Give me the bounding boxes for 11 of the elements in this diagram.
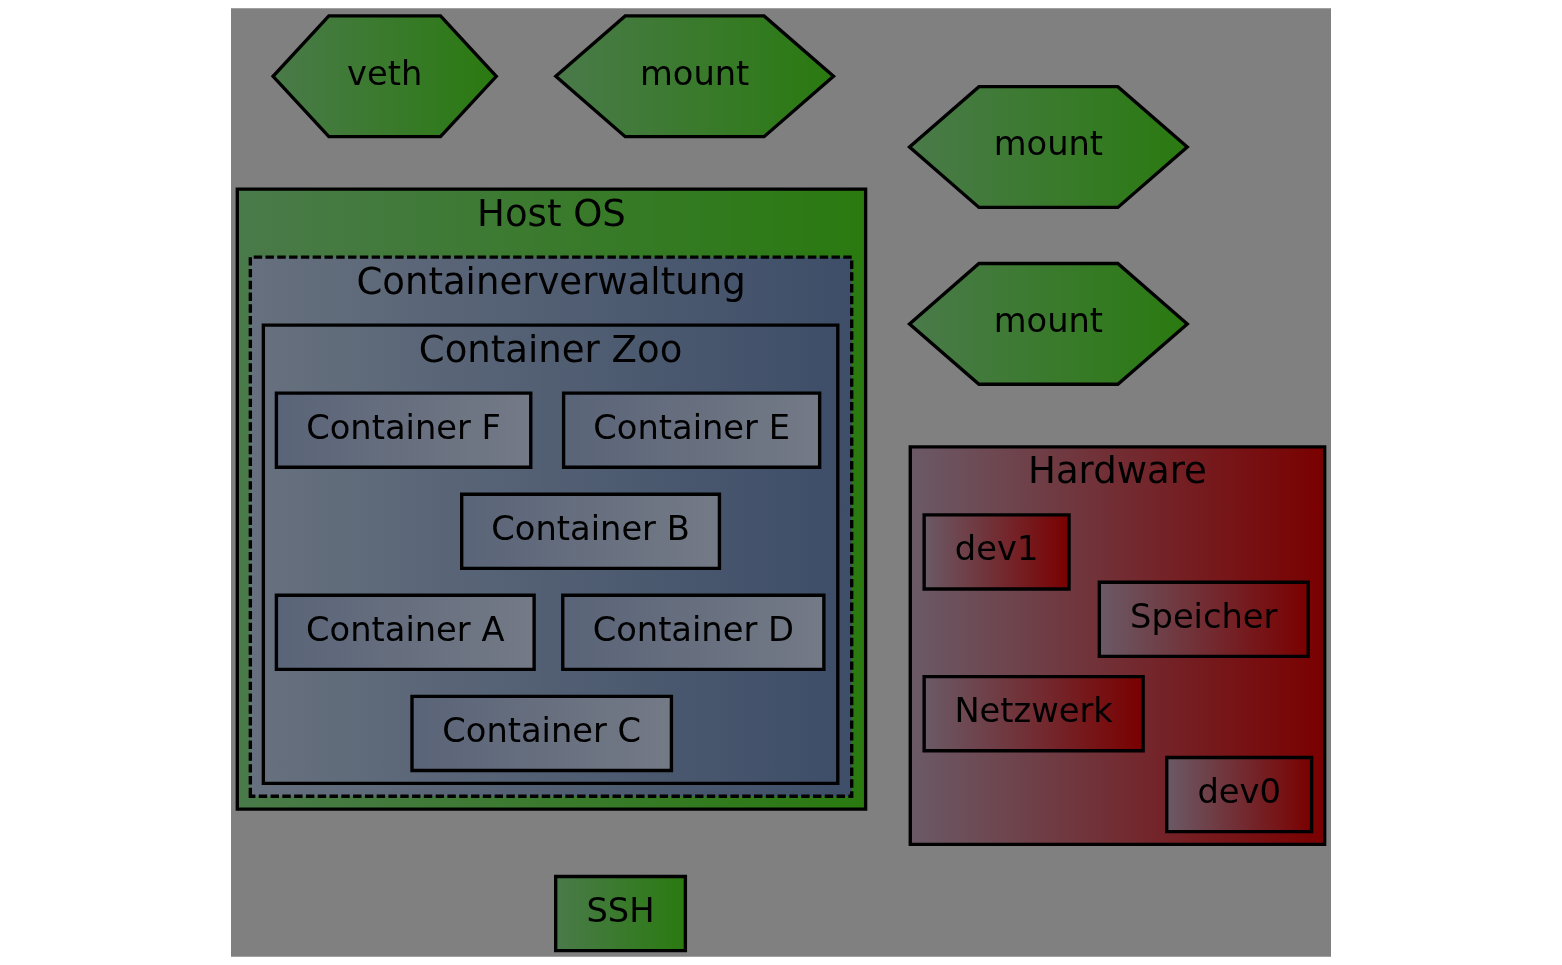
node-box: Container D bbox=[561, 593, 826, 672]
node-box: Container F bbox=[274, 391, 533, 469]
node-box: Container A bbox=[274, 593, 536, 672]
node-box: SSH bbox=[554, 874, 688, 953]
node-box: Container B bbox=[460, 492, 722, 570]
node-box: Netzwerk bbox=[922, 674, 1145, 753]
node-box: dev1 bbox=[922, 513, 1071, 591]
node-box: Speicher bbox=[1097, 580, 1310, 659]
node-box: Container E bbox=[561, 391, 822, 469]
node-box: dev0 bbox=[1165, 755, 1314, 834]
node-box: Container C bbox=[410, 694, 674, 773]
